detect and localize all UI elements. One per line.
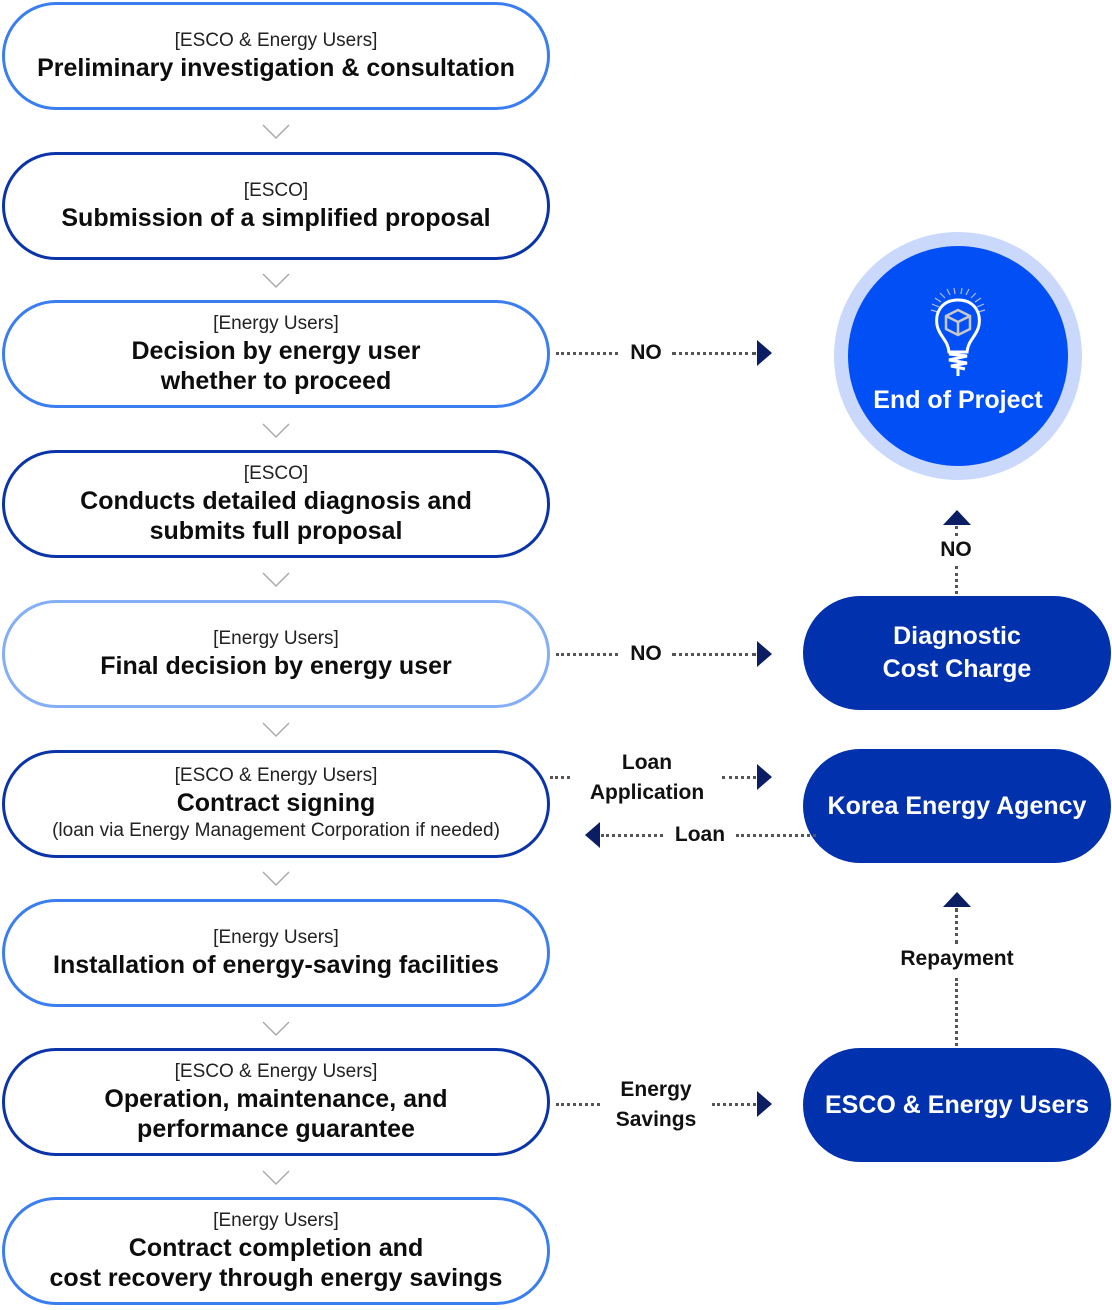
chevron-down-icon <box>262 423 290 439</box>
step-actor: [ESCO & Energy Users] <box>174 1061 378 1082</box>
arrow-right-icon <box>757 1091 772 1117</box>
arrow-left-icon <box>585 822 600 848</box>
arrow-right-icon <box>757 641 772 667</box>
connector-label-loan: Loan <box>674 823 726 846</box>
connector-line <box>955 566 958 594</box>
step-title: Contract signing <box>176 789 376 817</box>
chevron-down-icon <box>262 572 290 588</box>
step-actor: [Energy Users] <box>213 1210 339 1231</box>
arrow-right-icon <box>757 340 772 366</box>
connector-line <box>601 834 663 837</box>
step-actor: [Energy Users] <box>213 628 339 649</box>
step-contract-signing: [ESCO & Energy Users] Contract signing (… <box>2 750 550 858</box>
step-final-decision: [Energy Users] Final decision by energy … <box>2 600 550 708</box>
step-title: Installation of energy-saving facilities <box>53 951 499 979</box>
lightbulb-cube-icon <box>930 288 986 376</box>
step-title: Decision by energy user whether to proce… <box>131 337 421 395</box>
step-actor: [ESCO & Energy Users] <box>174 765 378 786</box>
connector-label-loan-application: Loan Application <box>589 751 705 804</box>
connector-label-energy-savings: Energy Savings <box>615 1078 697 1131</box>
step-installation: [Energy Users] Installation of energy-sa… <box>2 899 550 1007</box>
arrow-right-icon <box>757 764 772 790</box>
arrow-up-icon <box>943 510 971 525</box>
connector-label-no: NO <box>940 538 972 561</box>
connector-label-no: NO <box>630 341 662 364</box>
connector-line <box>955 526 958 536</box>
diagnostic-cost-charge-node: Diagnostic Cost Charge <box>803 596 1111 710</box>
connector-line <box>556 1103 600 1106</box>
chevron-down-icon <box>262 273 290 289</box>
chevron-down-icon <box>262 722 290 738</box>
step-title: Conducts detailed diagnosis and submits … <box>80 487 472 545</box>
esco-energy-users-node: ESCO & Energy Users <box>803 1048 1111 1162</box>
connector-label-no: NO <box>630 642 662 665</box>
chevron-down-icon <box>262 871 290 887</box>
connector-line <box>672 653 756 656</box>
connector-line <box>955 978 958 1046</box>
step-title: Final decision by energy user <box>100 652 452 680</box>
step-title: Submission of a simplified proposal <box>61 204 491 232</box>
step-detailed-diagnosis: [ESCO] Conducts detailed diagnosis and s… <box>2 450 550 558</box>
step-title: Preliminary investigation & consultation <box>37 54 515 82</box>
step-title: Operation, maintenance, and performance … <box>104 1085 448 1143</box>
step-note: (loan via Energy Management Corporation … <box>52 820 500 841</box>
step-actor: [ESCO] <box>243 463 309 484</box>
connector-line <box>722 776 756 779</box>
step-simplified-proposal: [ESCO] Submission of a simplified propos… <box>2 152 550 260</box>
step-operation-maintenance: [ESCO & Energy Users] Operation, mainten… <box>2 1048 550 1156</box>
step-actor: [Energy Users] <box>213 313 339 334</box>
connector-label-repayment: Repayment <box>900 947 1014 970</box>
step-decision-proceed: [Energy Users] Decision by energy user w… <box>2 300 550 408</box>
step-contract-completion: [Energy Users] Contract completion and c… <box>2 1197 550 1305</box>
connector-line <box>712 1103 756 1106</box>
chevron-down-icon <box>262 124 290 140</box>
connector-line <box>556 352 618 355</box>
arrow-up-icon <box>943 892 971 907</box>
connector-line <box>736 834 816 837</box>
end-of-project-label: End of Project <box>873 386 1043 414</box>
chevron-down-icon <box>262 1170 290 1186</box>
step-preliminary-investigation: [ESCO & Energy Users] Preliminary invest… <box>2 2 550 110</box>
step-title: Contract completion and cost recovery th… <box>49 1234 503 1292</box>
connector-line <box>955 908 958 944</box>
chevron-down-icon <box>262 1021 290 1037</box>
connector-line <box>556 653 618 656</box>
connector-line <box>550 776 570 779</box>
step-actor: [ESCO] <box>243 180 309 201</box>
korea-energy-agency-node: Korea Energy Agency <box>803 749 1111 863</box>
connector-line <box>672 352 756 355</box>
step-actor: [Energy Users] <box>213 927 339 948</box>
step-actor: [ESCO & Energy Users] <box>174 30 378 51</box>
